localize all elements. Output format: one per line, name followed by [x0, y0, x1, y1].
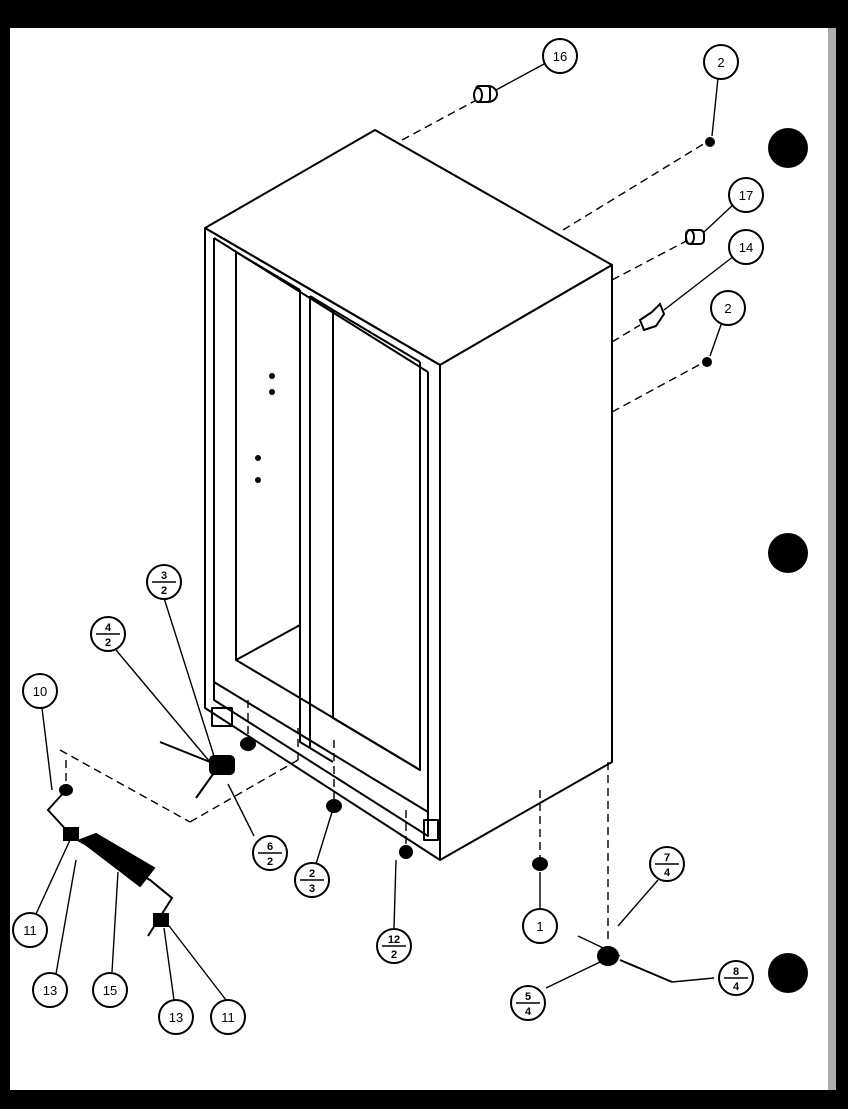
callout-7-4: 7 4 [649, 846, 685, 882]
page-border-left [0, 0, 10, 1109]
cabinet-side [439, 264, 613, 861]
front-right-bracket [423, 819, 439, 841]
callout-13-right-label: 13 [169, 1010, 183, 1025]
part-14-hinge [638, 302, 666, 332]
leader-lines [59, 95, 711, 942]
part-10-grommet [59, 784, 73, 796]
part-bottom-hinge [159, 741, 235, 799]
callout-11-right-label: 11 [221, 1010, 235, 1025]
part-1-leveler [532, 857, 548, 871]
callout-10: 10 [22, 673, 58, 709]
callout-16-label: 16 [553, 49, 567, 64]
callout-8-4: 8 4 [718, 960, 754, 996]
callout-7-4-den: 4 [664, 867, 671, 879]
callout-2-3-num: 2 [309, 868, 315, 880]
callout-1-label: 1 [536, 919, 543, 934]
fresh-food-compartment [332, 310, 421, 771]
callout-8-4-den: 4 [733, 981, 740, 993]
cabinet-base-rail [213, 681, 429, 836]
binder-hole-middle [768, 533, 808, 573]
hardware-parts [46, 85, 715, 983]
part-17-bushing [685, 229, 705, 245]
liner-holes [255, 373, 275, 483]
callout-13-right: 13 [158, 999, 194, 1035]
callout-4-2: 4 2 [90, 616, 126, 652]
refrigerator-cabinet [204, 129, 613, 861]
callout-12-2-den: 2 [391, 949, 397, 961]
callout-11-right: 11 [210, 999, 246, 1035]
callout-3-2-num: 3 [161, 570, 167, 582]
callout-6-2-den: 2 [267, 856, 273, 868]
callout-16: 16 [542, 38, 578, 74]
part-2-3-leveler [326, 799, 342, 813]
callout-6-2: 6 2 [252, 835, 288, 871]
part-leveler-front [240, 737, 256, 751]
callout-15: 15 [92, 972, 128, 1008]
page-border-top [0, 0, 848, 28]
callout-2-lower-label: 2 [724, 301, 731, 316]
center-mullion [299, 290, 311, 749]
callout-3-2: 3 2 [146, 564, 182, 600]
callout-8-4-num: 8 [733, 966, 739, 978]
page-border-bottom [0, 1090, 848, 1109]
cabinet-front-flange [213, 238, 429, 837]
callout-2-lower: 2 [710, 290, 746, 326]
callout-13-left: 13 [32, 972, 68, 1008]
callout-12-2-num: 12 [388, 934, 400, 946]
part-15-water-tube [46, 789, 174, 937]
callout-2-3: 2 3 [294, 862, 330, 898]
page-border-right-inner [828, 28, 836, 1090]
callout-11-left-label: 11 [23, 923, 37, 938]
callout-10-label: 10 [33, 684, 47, 699]
callout-2-upper: 2 [703, 44, 739, 80]
callout-17: 17 [728, 177, 764, 213]
callout-6-2-num: 6 [267, 841, 273, 853]
part-2-nut-upper [705, 137, 715, 147]
callout-11-left: 11 [12, 912, 48, 948]
binder-hole-top [768, 128, 808, 168]
cabinet-front-outline [204, 228, 441, 861]
callout-5-4: 5 4 [510, 985, 546, 1021]
callout-4-2-num: 4 [105, 622, 112, 634]
callout-13-left-label: 13 [43, 983, 57, 998]
part-16-bushing [473, 85, 498, 103]
callout-2-3-den: 3 [309, 883, 315, 895]
page-border-right [836, 0, 848, 1109]
callout-3-2-den: 2 [161, 585, 167, 597]
callout-7-4-num: 7 [664, 852, 670, 864]
callout-1: 1 [522, 908, 558, 944]
callout-5-4-den: 4 [525, 1006, 532, 1018]
callout-15-label: 15 [103, 983, 117, 998]
callout-17-label: 17 [739, 188, 753, 203]
callout-2-upper-label: 2 [717, 55, 724, 70]
part-12-2-screw [399, 845, 413, 859]
part-5-4-roller [597, 946, 673, 983]
part-2-nut-lower [702, 357, 712, 367]
callout-leaders [35, 63, 735, 1001]
binder-hole-bottom [768, 953, 808, 993]
callout-12-2: 12 2 [376, 928, 412, 964]
callout-14: 14 [728, 229, 764, 265]
callout-14-label: 14 [739, 240, 753, 255]
callout-4-2-den: 2 [105, 637, 111, 649]
callout-5-4-num: 5 [525, 991, 531, 1003]
front-left-bracket [211, 707, 233, 727]
